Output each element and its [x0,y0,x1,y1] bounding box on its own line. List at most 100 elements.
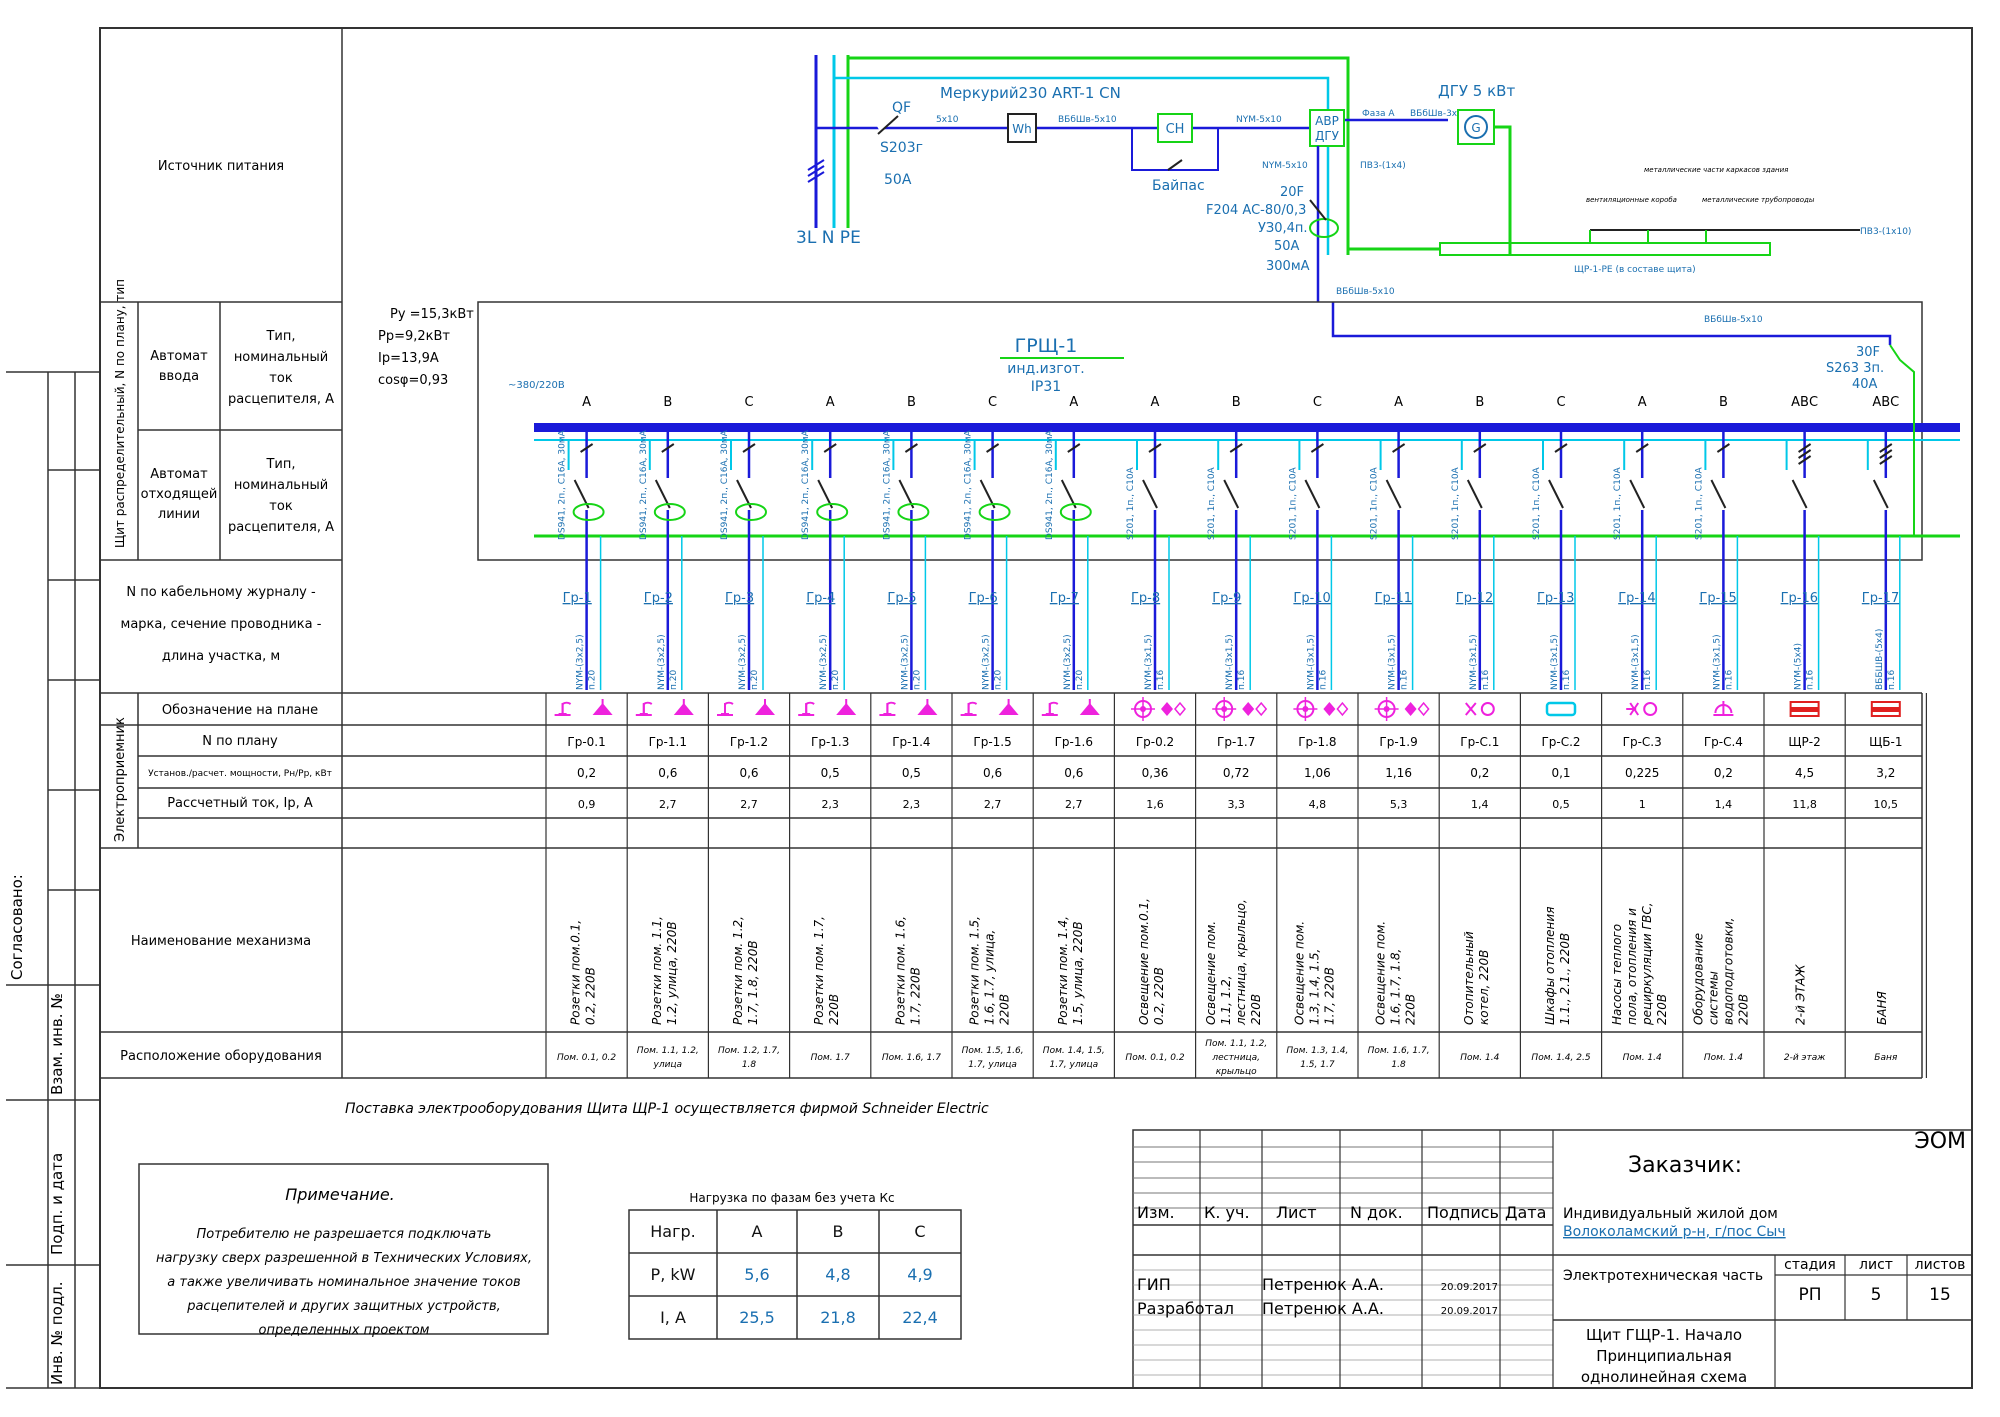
breaker-tick [1067,443,1081,453]
boiler-icon [1465,702,1495,716]
socket-icon [717,699,775,716]
mechanism-name: Освещение пом.1.6, 1.7, 1.8,220В [1374,921,1418,1025]
cable-label: NYM-5х10 [1262,161,1308,171]
group-label: Гр-4 [806,591,835,606]
phase-label: А [1638,395,1647,410]
title-block-text: листов [1915,1257,1966,1273]
title-block-text: ЭОМ [1914,1129,1966,1154]
cable-label: ВБбШв-5х10 [1704,315,1763,325]
title-block-text: Петренюк А.А. [1262,1299,1384,1318]
generator-symbol: G [1471,121,1480,135]
plan-number: Гр-С.1 [1460,735,1499,749]
location-value: Пом. 1.4, 1.5,1.7, улица [1043,1046,1105,1070]
metal-item: металлические части каркасов здания [1644,166,1788,174]
group-label: Гр-7 [1050,591,1079,606]
qf-type: S203г [880,140,923,156]
phase-label: В [907,395,916,410]
breaker-type: DS941, 2п., C16А, 30мА [882,429,892,540]
power-value: 0,72 [1223,766,1250,780]
breaker-tick [1392,443,1406,453]
svg-text:Ру =15,3кВт: Ру =15,3кВт [390,307,474,322]
cable-type: NYM-(3х1,5) [1550,634,1560,690]
plan-number: ЩР-2 [1788,735,1820,749]
breaker-tick [661,443,675,453]
cable-length: п.20 [831,670,841,690]
switch-gap [1152,478,1160,510]
switch-gap [1720,478,1729,510]
plan-number: Гр-1.9 [1379,735,1417,749]
title-block-text: Электротехническая часть [1563,1268,1763,1284]
current-value: 1 [1639,798,1646,811]
plan-number: Гр-1.2 [730,735,768,749]
cable-type: NYM-(3х1,5) [1225,634,1235,690]
cable-length: п.20 [1075,670,1085,690]
plan-number: Гр-1.7 [1217,735,1255,749]
rcd-id: 20F [1280,185,1304,200]
switch-gap [827,478,836,510]
f30-type: S263 3п. [1826,361,1884,376]
power-value: 0,2 [577,766,596,780]
mechanism-name: Розетки пом. 1.7,220В [812,916,841,1025]
cable-label: ВБбШв-5х10 [1058,115,1117,125]
mechanism-name: Шкафы отопления1.1., 2.1., 220В [1543,907,1572,1025]
bypass-label: Байпас [1152,178,1205,194]
power-value: 0,2 [1470,766,1489,780]
mechanism-name: Оборудованиесистемыводоподготовки,220В [1691,918,1750,1025]
note-box [138,1163,549,1335]
current-value: 1,6 [1146,798,1164,811]
sheet-frame [99,27,1973,1389]
group-column: АВСГр-17ВББШВ-(5х4)п.16ЩБ-13,210,5БАНЯБа… [1862,395,1903,1063]
socket1-icon [1713,701,1734,716]
source-scheme: 3L N PE QF S203г 50А 5х10 Меркурий230 AR… [796,55,1911,345]
location-value: Пом. 1.5, 1.6,1.7, улица [962,1046,1024,1070]
breaker-tick [986,443,1000,453]
breaker-type: S201, 1п., C10А [1126,466,1136,540]
rcd-ring [572,503,605,521]
power-value: 1,06 [1304,766,1331,780]
power-label: Установ./расчет. мощности, Рн/Рр, кВт [148,769,332,779]
location-value: Пом. 0.1, 0.2 [1125,1053,1184,1063]
power-value: 3,2 [1876,766,1895,780]
qf-label: QF [892,100,911,116]
phase-load-cell: 22,4 [902,1308,938,1327]
note-lines: Потребителю не разрешается подключатьнаг… [156,1227,532,1338]
cable-length: п.16 [1887,670,1897,690]
meter-label: Меркурий230 ART-1 CN [940,84,1121,102]
current-label: Рассчетный ток, Iр, А [167,796,313,811]
cable-type: NYM-(3х1,5) [1388,634,1398,690]
note-line: Потребителю не разрешается подключать [197,1227,492,1242]
panel-ip: IP31 [1031,379,1061,395]
mechanism-name: Розетки пом. 1.2,1.7, 1.8, 220В [731,916,760,1025]
rcd-ring [1059,503,1092,521]
metal-item: металлические трубопроводы [1702,196,1815,204]
title-block-text: Лист [1276,1203,1317,1222]
rcd-ring [816,503,849,521]
phase-label: АВС [1872,395,1899,410]
title-block-text: Волоколамский р-н, г/пос Сыч [1563,1224,1786,1240]
socket-icon [1041,699,1100,716]
rcd-ring [978,503,1011,521]
phase-label: В [1719,395,1728,410]
rcd-poles: УЗ0,4п. [1258,221,1308,236]
cable-type: NYM-(3х1,5) [1306,634,1316,690]
panel-voltage: ~380/220В [508,380,565,391]
group-label: Гр-13 [1537,591,1574,606]
phase-label: С [988,395,997,410]
group-label: Гр-1 [563,591,592,606]
ground-bus [1439,242,1771,256]
cable-length: п.20 [994,670,1004,690]
power-value: 0,5 [902,766,921,780]
plan-number: Гр-1.4 [892,735,930,749]
side-strip [6,371,100,1389]
breaker-tick [1798,455,1812,465]
switch-gap [664,478,673,510]
ground-bus-label: ЩР-1-РЕ (в составе щита) [1574,265,1696,275]
plan-number: Гр-1.8 [1298,735,1336,749]
socket-icon [879,699,938,716]
cable-label: ВБбШв-3х4 [1410,109,1463,119]
socket-icon [554,699,613,716]
phase-label: А [1151,395,1160,410]
